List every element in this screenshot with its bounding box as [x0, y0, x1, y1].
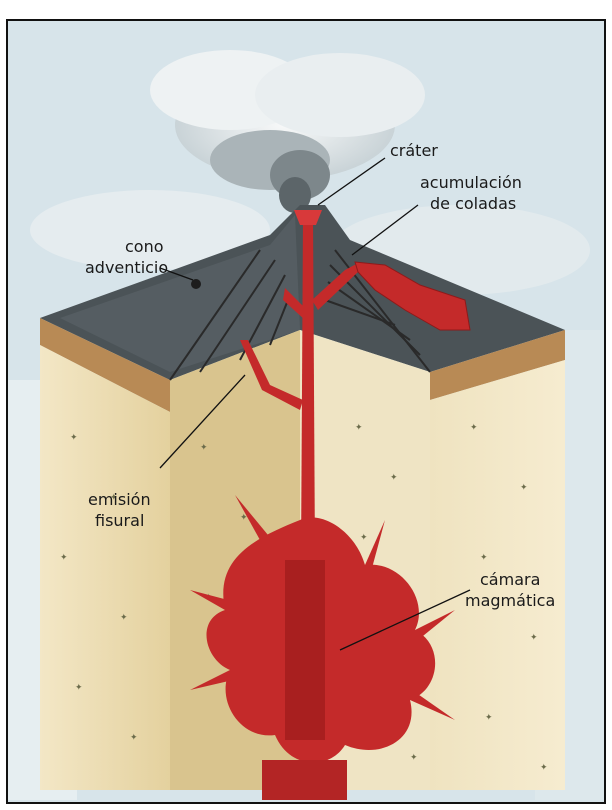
svg-text:✦: ✦ [70, 433, 78, 443]
label-flows-2: de coladas [430, 194, 516, 213]
svg-text:✦: ✦ [470, 423, 478, 433]
svg-text:✦: ✦ [75, 683, 83, 693]
svg-text:✦: ✦ [60, 553, 68, 563]
svg-text:✦: ✦ [485, 713, 493, 723]
conduit-base [262, 760, 347, 800]
svg-text:✦: ✦ [520, 483, 528, 493]
label-chamber-1: cámara [480, 570, 540, 589]
label-chamber-2: magmática [465, 591, 555, 610]
main-conduit [301, 215, 315, 560]
svg-text:✦: ✦ [410, 753, 418, 763]
svg-text:✦: ✦ [390, 473, 398, 483]
label-cone-2: adventicio [85, 258, 168, 277]
svg-text:✦: ✦ [480, 553, 488, 563]
rock-face-left [40, 345, 170, 790]
label-fissure-2: fisural [95, 511, 144, 530]
svg-text:✦: ✦ [130, 733, 138, 743]
label-fissure-1: emisión [88, 490, 151, 509]
label-flows-1: acumulación [420, 173, 522, 192]
label-crater: cráter [390, 141, 438, 160]
svg-text:✦: ✦ [540, 763, 548, 773]
label-cone-1: cono [125, 237, 164, 256]
svg-text:✦: ✦ [355, 423, 363, 433]
svg-text:✦: ✦ [360, 533, 368, 543]
svg-text:✦: ✦ [530, 633, 538, 643]
svg-text:✦: ✦ [200, 443, 208, 453]
svg-text:✦: ✦ [120, 613, 128, 623]
magma-core-dark [285, 560, 325, 740]
